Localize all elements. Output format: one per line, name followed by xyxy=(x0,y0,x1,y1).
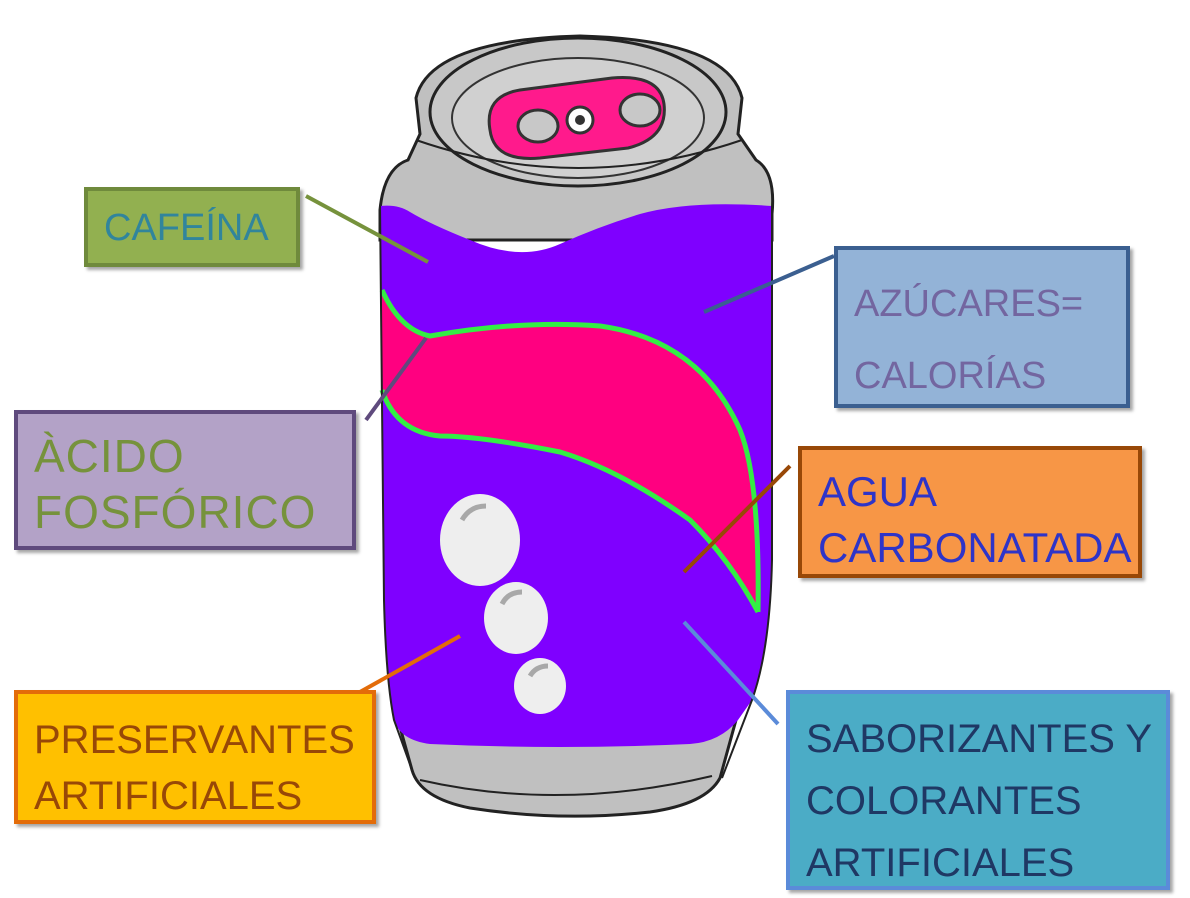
leader-cafeina xyxy=(305,194,429,264)
bubble xyxy=(484,582,548,654)
label-cafeina: CAFEÍNA xyxy=(84,187,300,267)
can-outline xyxy=(721,206,773,779)
bubble xyxy=(440,494,520,586)
label-text: COLORANTES xyxy=(806,779,1082,823)
label-text: PRESERVANTES xyxy=(34,718,355,762)
bubble xyxy=(514,658,566,714)
label-preservantes: PRESERVANTES ARTIFICIALES xyxy=(14,690,376,824)
label-agua-carbonatada: AGUA CARBONATADA xyxy=(798,446,1142,578)
label-text: ÀCIDO xyxy=(34,430,185,482)
label-text: AZÚCARES= xyxy=(854,283,1084,325)
leader-saborizantes xyxy=(682,620,780,726)
can-outline xyxy=(379,205,413,771)
label-azucares: AZÚCARES= CALORÍAS xyxy=(834,246,1130,408)
leader-agua xyxy=(682,464,792,574)
can-neck-line xyxy=(415,139,743,169)
label-text: FOSFÓRICO xyxy=(34,486,317,538)
wave-band xyxy=(382,290,759,612)
wave-outline-top xyxy=(379,288,761,613)
pull-tab-icon xyxy=(487,76,666,160)
leader-acido xyxy=(364,336,428,422)
label-text: ARTIFICIALES xyxy=(806,841,1075,885)
label-text: CALORÍAS xyxy=(854,355,1047,397)
leader-preservantes xyxy=(359,634,461,694)
label-text: CAFEÍNA xyxy=(104,207,269,249)
label-acido-fosforico: ÀCIDO FOSFÓRICO xyxy=(14,410,356,550)
label-text: AGUA xyxy=(818,468,938,515)
can-bottom-rim xyxy=(419,775,713,797)
label-text: CARBONATADA xyxy=(818,524,1132,571)
label-text: SABORIZANTES Y xyxy=(806,717,1153,761)
label-text: ARTIFICIALES xyxy=(34,774,303,818)
leader-azucares xyxy=(703,254,835,314)
label-saborizantes: SABORIZANTES Y COLORANTES ARTIFICIALES xyxy=(786,690,1170,890)
bubbles xyxy=(440,494,566,714)
